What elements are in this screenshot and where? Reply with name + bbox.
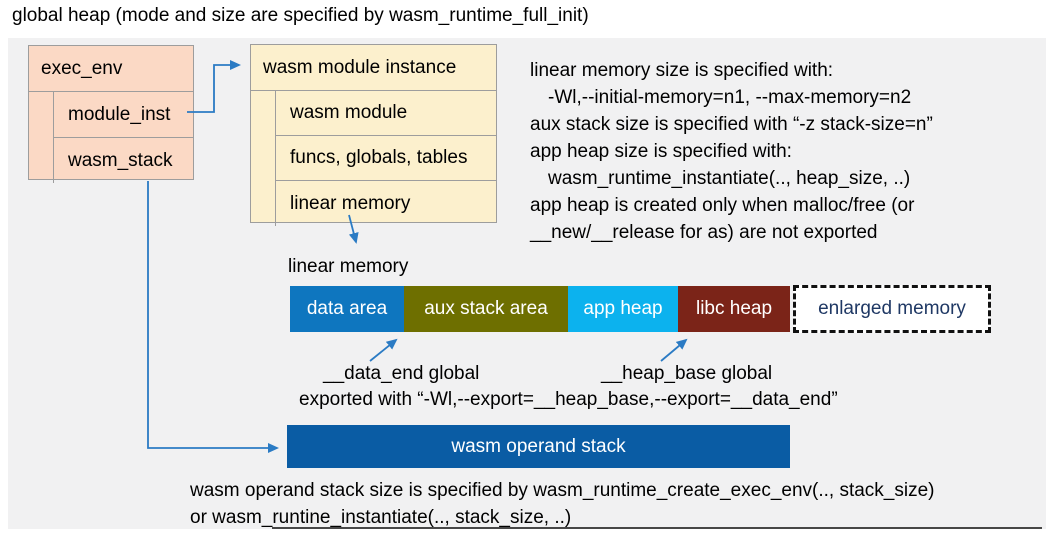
exec-env-header: exec_env bbox=[29, 46, 193, 92]
exec-env-gutter bbox=[29, 92, 54, 183]
note-line: aux stack size is specified with “-z sta… bbox=[530, 114, 933, 135]
segment-aux-stack-area: aux stack area bbox=[404, 286, 568, 332]
module-instance-row-wasm-module: wasm module bbox=[276, 91, 496, 136]
module-instance-row-linear-memory: linear memory bbox=[290, 193, 411, 214]
module-instance-box: wasm module instance wasm module funcs, … bbox=[250, 44, 497, 226]
wasm-operand-stack-bar: wasm operand stack bbox=[287, 425, 790, 468]
segment-libc-heap: libc heap bbox=[678, 286, 790, 332]
note-line: app heap is created only when malloc/fre… bbox=[530, 195, 915, 216]
note-line: app heap size is specified with: bbox=[530, 141, 792, 162]
operand-stack-note-line: or wasm_runtine_instantiate(.., stack_si… bbox=[190, 507, 572, 528]
segment-label: app heap bbox=[583, 298, 663, 319]
segment-label: libc heap bbox=[695, 298, 773, 319]
export-note: exported with “-Wl,--export=__heap_base,… bbox=[299, 389, 838, 410]
data-end-global-label: __data_end global bbox=[323, 363, 480, 384]
segment-label: aux stack area bbox=[424, 298, 548, 319]
note-line: -Wl,--initial-memory=n1, --max-memory=n2 bbox=[548, 87, 912, 108]
linear-memory-label: linear memory bbox=[288, 256, 409, 277]
note-line: __new/__release for as) are not exported bbox=[530, 222, 878, 243]
operand-stack-notes: wasm operand stack size is specified by … bbox=[190, 477, 1040, 531]
exec-env-row-module-inst: module_inst bbox=[54, 92, 193, 138]
note-line: linear memory size is specified with: bbox=[530, 60, 834, 81]
note-line: wasm_runtime_instantiate(.., heap_size, … bbox=[548, 168, 911, 189]
operand-stack-label: wasm operand stack bbox=[451, 435, 626, 457]
module-instance-row-funcs-globals-tables: funcs, globals, tables bbox=[276, 136, 496, 181]
segment-label: data area bbox=[306, 298, 388, 319]
module-instance-header: wasm module instance bbox=[251, 45, 496, 91]
segment-app-heap: app heap bbox=[568, 286, 678, 332]
segment-data-area: data area bbox=[290, 286, 404, 332]
linker-notes: linear memory size is specified with: -W… bbox=[530, 57, 1050, 246]
bottom-edge-line bbox=[272, 527, 1042, 529]
segment-label: enlarged memory bbox=[818, 298, 966, 319]
module-instance-gutter bbox=[251, 91, 276, 226]
exec-env-box: exec_env module_inst wasm_stack bbox=[28, 45, 194, 183]
exec-env-row-wasm-stack: wasm_stack bbox=[68, 150, 173, 171]
segment-enlarged-memory: enlarged memory bbox=[793, 285, 991, 333]
page-title: global heap (mode and size are specified… bbox=[12, 5, 589, 26]
operand-stack-note-line: wasm operand stack size is specified by … bbox=[190, 480, 935, 501]
heap-base-global-label: __heap_base global bbox=[601, 363, 773, 384]
